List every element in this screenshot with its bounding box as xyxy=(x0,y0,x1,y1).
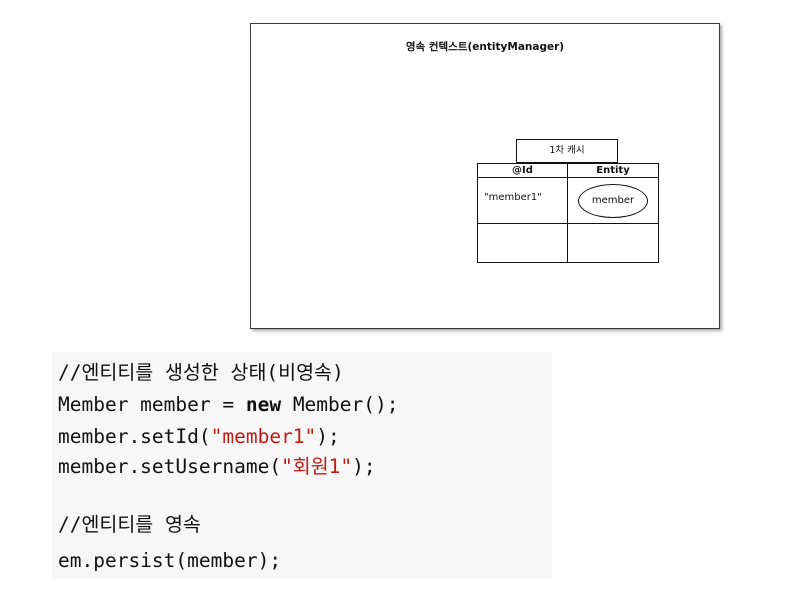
first-level-cache-table: @Id Entity "member1" member xyxy=(477,163,659,263)
code-keyword-new: new xyxy=(245,393,282,416)
persistence-context-box: 영속 컨텍스트(entityManager) 1차 캐시 @Id Entity … xyxy=(250,23,720,329)
code-text: ); xyxy=(352,455,376,478)
code-text: member.setUsername( xyxy=(58,455,282,478)
code-line-set-username: member.setUsername("회원1"); xyxy=(58,453,376,481)
entity-column-header: Entity xyxy=(596,165,630,176)
code-line-set-id: member.setId("member1"); xyxy=(58,423,340,451)
cache-key-cell: "member1" xyxy=(484,192,542,203)
code-line-new-member: Member member = new Member(); xyxy=(58,391,398,419)
code-text: member.setId( xyxy=(58,425,211,448)
first-level-cache-label: 1차 캐시 xyxy=(516,139,618,163)
id-column-header: @Id xyxy=(512,165,533,176)
code-comment-create: //엔티티를 생성한 상태(비영속) xyxy=(58,361,344,384)
code-comment-persist: //엔티티를 영속 xyxy=(58,513,201,536)
code-string-username: "회원1" xyxy=(281,455,353,478)
code-string-member1: "member1" xyxy=(210,425,317,448)
code-text: Member member = xyxy=(58,393,246,416)
header-divider xyxy=(478,177,658,178)
code-text: Member(); xyxy=(281,393,399,416)
code-block: //엔티티를 생성한 상태(비영속) Member member = new M… xyxy=(52,352,552,579)
column-divider xyxy=(567,164,568,262)
persistence-context-title: 영속 컨텍스트(entityManager) xyxy=(405,41,565,53)
row-divider xyxy=(478,223,658,224)
code-text: ); xyxy=(316,425,340,448)
member-entity-node: member xyxy=(578,184,648,218)
code-line-persist: em.persist(member); xyxy=(58,549,282,572)
